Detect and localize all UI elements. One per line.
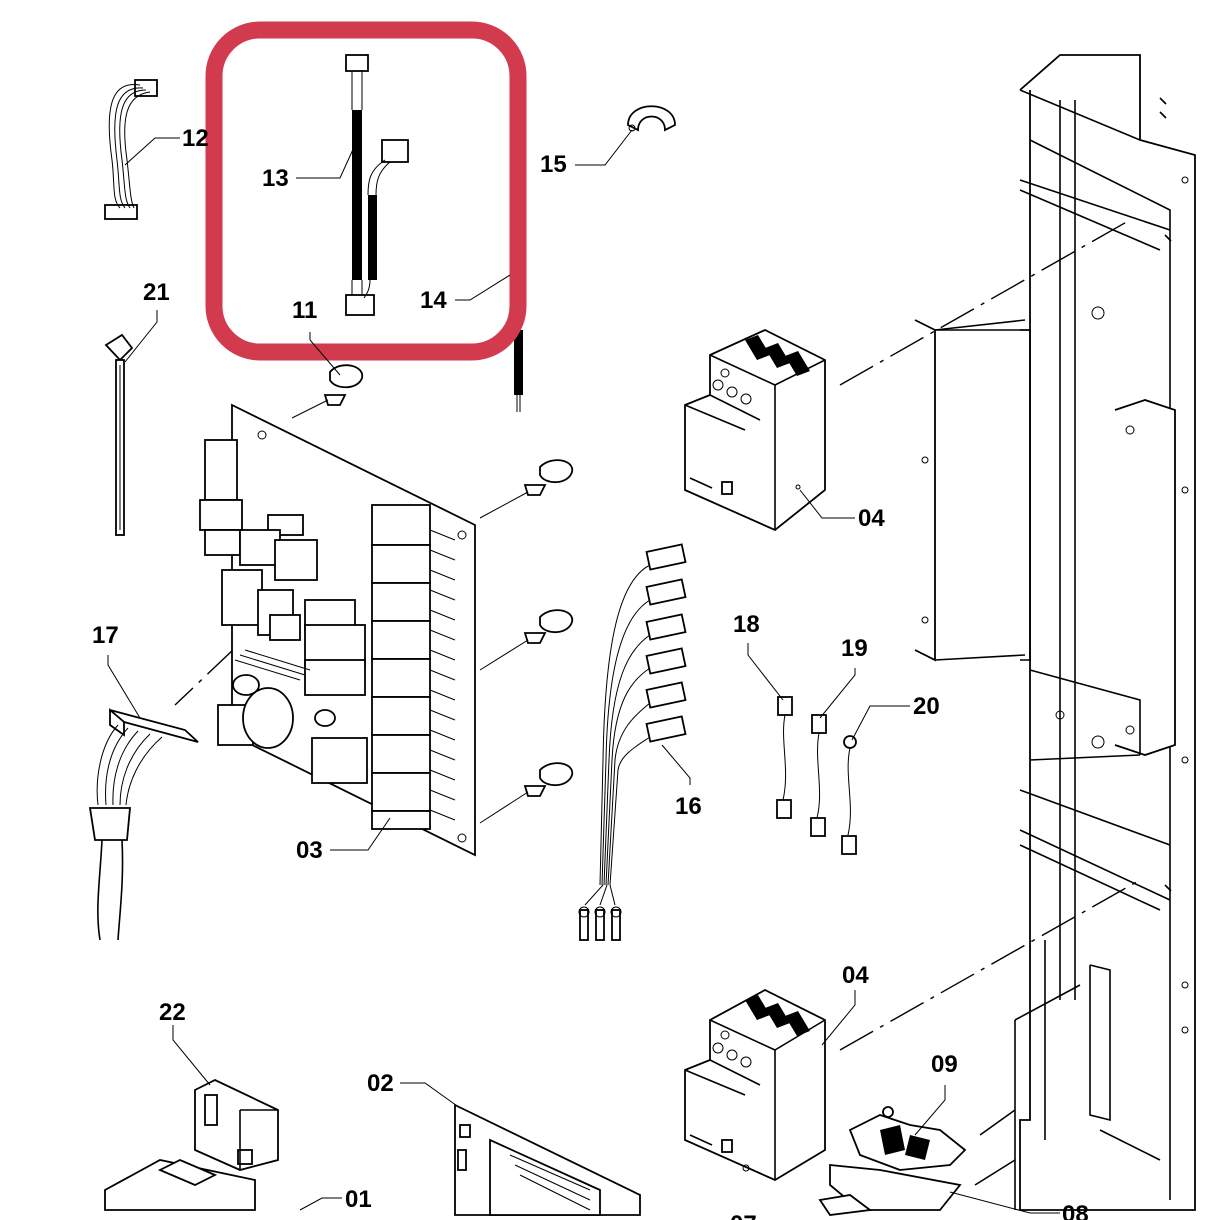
label-03: 03 xyxy=(296,837,323,864)
part-13-harness xyxy=(345,54,409,316)
pcb-standoffs xyxy=(323,364,573,797)
label-13: 13 xyxy=(262,165,289,192)
part-04-contactor-lower xyxy=(684,988,826,1182)
label-04-lower: 04 xyxy=(842,962,869,989)
label-21: 21 xyxy=(143,279,170,306)
part-01-housing xyxy=(104,1159,256,1211)
label-08: 08 xyxy=(1062,1201,1089,1220)
relay-bank xyxy=(371,504,456,830)
assembly-lines xyxy=(174,219,1141,1210)
part-19-lead xyxy=(810,714,827,837)
part-17-harness xyxy=(88,708,199,941)
label-04-upper: 04 xyxy=(858,505,885,532)
part-08-bracket xyxy=(829,1164,962,1211)
label-01: 01 xyxy=(345,1186,372,1213)
part-20-lead xyxy=(841,735,857,855)
part-labels: 12 13 15 21 11 14 04 18 17 19 20 16 03 0… xyxy=(92,125,1089,1220)
part-09-clip-assembly xyxy=(848,1106,967,1171)
part-03-pcb xyxy=(199,403,476,857)
part-22-bracket xyxy=(194,1078,279,1171)
label-07: 07 xyxy=(730,1211,757,1220)
label-17: 17 xyxy=(92,622,119,649)
leader-lines xyxy=(107,129,1060,1214)
label-22: 22 xyxy=(159,999,186,1026)
label-02: 02 xyxy=(367,1070,394,1097)
part-07-clip xyxy=(818,1194,873,1216)
label-18: 18 xyxy=(733,611,760,638)
part-02-board xyxy=(454,1103,641,1216)
part-14-wire xyxy=(514,330,523,412)
highlight-box xyxy=(205,21,527,361)
label-16: 16 xyxy=(675,793,702,820)
part-12-ribbon-harness xyxy=(104,79,158,220)
label-11: 11 xyxy=(292,297,317,324)
label-09: 09 xyxy=(931,1051,958,1078)
label-15: 15 xyxy=(540,151,567,178)
chassis-frame xyxy=(914,54,1196,1211)
part-21-cable-tie xyxy=(104,333,134,536)
label-19: 19 xyxy=(841,635,868,662)
part-18-lead xyxy=(776,696,793,819)
part-04-contactor-upper xyxy=(684,329,826,532)
part-15-cable-clip xyxy=(627,105,676,132)
label-14: 14 xyxy=(420,287,447,314)
part-16-wire-harness xyxy=(578,543,687,941)
label-12: 12 xyxy=(182,125,209,152)
label-20: 20 xyxy=(913,693,940,720)
